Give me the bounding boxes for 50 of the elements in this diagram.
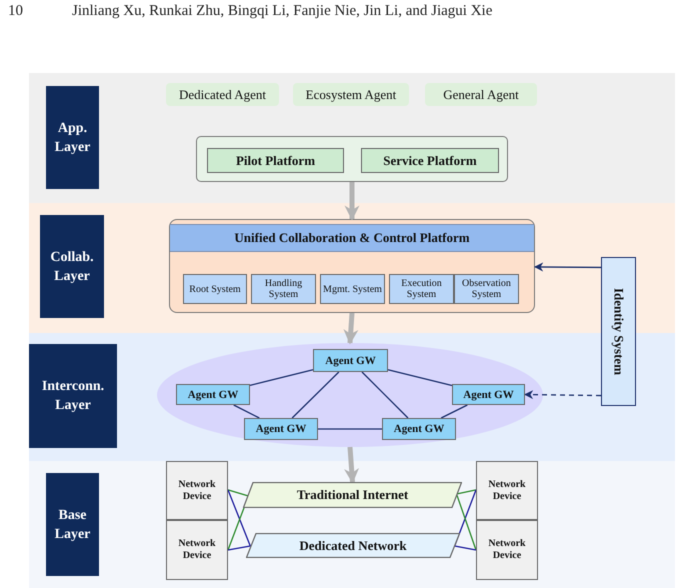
connector-line: [318, 428, 382, 430]
subsystem-box: Observation System: [454, 274, 519, 304]
gateway-box: Agent GW: [382, 418, 456, 440]
subsystem-box: Root System: [183, 274, 247, 304]
flow-arrow: [343, 312, 358, 344]
layer-label: Interconn. Layer: [29, 344, 117, 448]
network-device-box: Network Device: [476, 461, 538, 520]
network-parallelogram: Traditional Internet: [243, 482, 462, 508]
layer-label: Base Layer: [46, 473, 99, 576]
subsystem-box: Execution System: [389, 274, 454, 304]
platform-header: Unified Collaboration & Control Platform: [170, 224, 534, 252]
gateway-box: Agent GW: [244, 418, 318, 440]
platform-panel: [169, 219, 535, 313]
connector-line: [388, 369, 452, 386]
connector-line: [292, 372, 340, 418]
platform-box: Pilot Platform: [207, 148, 344, 173]
connector-line: [228, 489, 249, 497]
agent-tag: Dedicated Agent: [166, 83, 279, 106]
connector-line: [228, 545, 250, 551]
page-number: 10: [8, 3, 23, 20]
network-device-box: Network Device: [166, 520, 228, 580]
connector-line: [440, 404, 468, 419]
gateway-box: Agent GW: [313, 349, 388, 372]
platform-group-box: [196, 136, 508, 182]
connector-line: [362, 372, 408, 418]
flow-arrow: [344, 446, 360, 484]
subsystem-box: Mgmt. System: [320, 274, 385, 304]
network-parallelogram: Dedicated Network: [246, 533, 460, 558]
connector-line: [250, 369, 314, 386]
gateway-box: Agent GW: [176, 384, 250, 405]
connector-line: [456, 489, 476, 495]
arrow: [524, 390, 601, 400]
platform-box: Service Platform: [361, 148, 499, 173]
identity-system-box: Identity System: [601, 257, 636, 406]
connector-line: [454, 545, 476, 551]
gateway-box: Agent GW: [452, 384, 525, 405]
agent-tag: Ecosystem Agent: [293, 83, 409, 106]
network-device-box: Network Device: [166, 461, 228, 520]
layer-label: App. Layer: [46, 86, 99, 189]
layer-label: Collab. Layer: [40, 215, 104, 318]
subsystem-box: Handling System: [251, 274, 316, 304]
connector-line: [456, 494, 477, 550]
network-device-box: Network Device: [476, 520, 538, 580]
flow-arrow: [344, 182, 360, 220]
connector-line: [233, 404, 260, 419]
connector-line: [227, 490, 251, 546]
connector-line: [454, 490, 477, 546]
arrow: [534, 262, 601, 272]
running-header: Jinliang Xu, Runkai Zhu, Bingqi Li, Fanjie Nie, Jin Li, and Jiagui Xie: [72, 3, 492, 20]
agent-tag: General Agent: [425, 83, 537, 106]
